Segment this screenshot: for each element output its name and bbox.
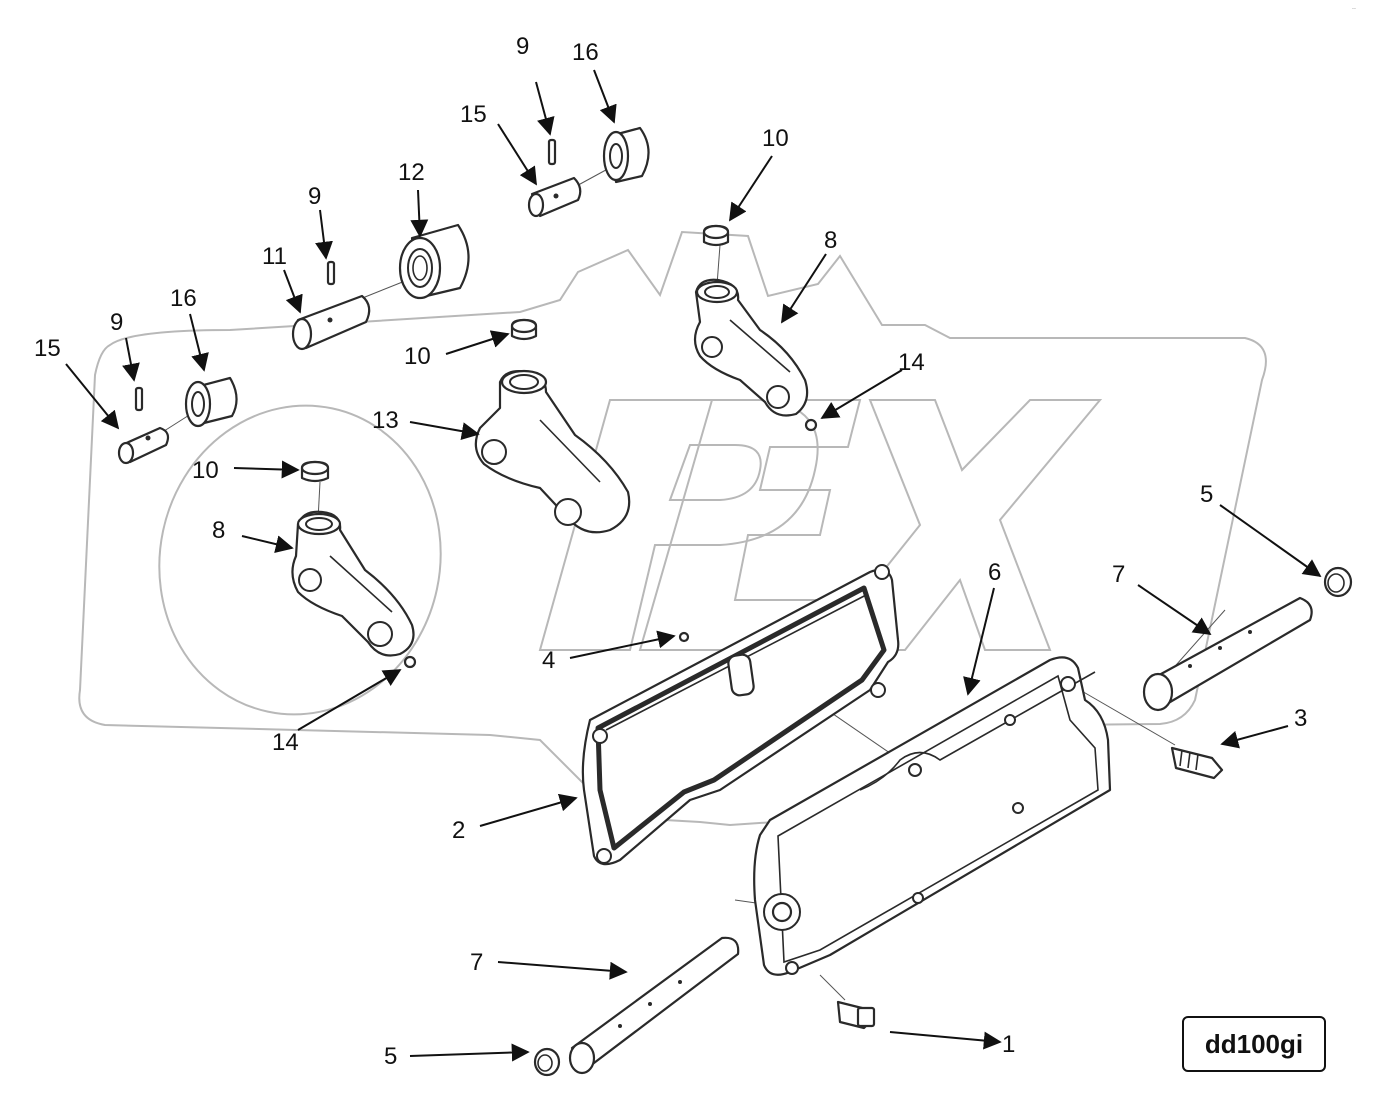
leader-arrows [65,69,1322,1062]
callout-number: 10 [404,343,431,370]
leader-arrow [233,460,300,479]
callout-number: 11 [262,243,287,270]
leader-arrow [497,123,537,186]
leader-arrow [497,961,628,980]
callout-number: 9 [308,183,321,210]
plug-10-middle [510,318,538,341]
callout-number: 8 [212,517,225,544]
leader-arrow [410,189,429,238]
bolt-1 [836,1000,876,1030]
callout-number: 3 [1294,705,1307,732]
drawing-code: dd100gi [1204,1028,1304,1059]
drawing-code-box: dd100gi [1182,1016,1326,1072]
bushing-16-top [602,126,650,184]
rocker-arm-13 [474,369,631,534]
callout-number: 2 [452,817,465,844]
fitting-3 [1170,746,1224,780]
leader-arrow [1220,725,1289,749]
plug-10-top-right [702,224,730,247]
bushing-16-left [184,376,238,428]
gasket-plate-2 [581,564,900,866]
callout-number: 7 [470,949,483,976]
callout-number: 14 [898,349,925,376]
leader-arrow [189,313,209,372]
leader-arrow [445,330,510,355]
leader-arrow [593,69,617,124]
guide-line [1079,689,1176,746]
callout-number: 10 [762,125,789,152]
callout-number: 13 [372,407,399,434]
ball-14-right [804,418,818,432]
leader-arrow [781,253,827,324]
guide-line [819,974,846,1001]
callout-number: 16 [170,285,197,312]
callout-labels: 1 2 3 4 5 5 6 7 7 8 8 9 9 9 10 10 10 11 … [34,33,1307,1070]
leader-arrow [283,269,303,314]
watermark-letter-x [817,399,1103,651]
callout-number: 12 [398,159,425,186]
watermark-letter-o [158,404,442,716]
leader-arrow [315,209,333,260]
callout-number: 16 [572,39,599,66]
leader-arrow [65,363,120,430]
leader-arrow [297,669,402,731]
callout-number: 5 [384,1043,397,1070]
pin-11 [291,294,371,351]
ball-14-left [403,655,417,669]
leader-arrow [479,793,578,827]
cap-5-bottom [533,1047,561,1077]
callout-number: 14 [272,729,299,756]
fitting-4 [678,631,690,643]
callout-number: 15 [34,335,61,362]
rocker-arm-8-left [291,510,415,657]
guide-line [716,244,721,286]
callout-number: 10 [192,457,219,484]
pin-15-left [117,426,170,465]
callout-number: 9 [516,33,529,60]
leader-arrow [1219,504,1322,578]
callout-number: 1 [1002,1031,1015,1058]
leader-arrow [241,535,294,553]
leader-arrow [569,630,676,659]
rocker-housing-6 [753,656,1112,976]
leader-arrow [1137,584,1212,636]
callout-number: 7 [1112,561,1125,588]
leader-arrow [889,1031,1002,1050]
callout-number: 5 [1200,481,1213,508]
leader-arrow [122,337,140,382]
leader-arrow [820,369,903,419]
pin-15-top [527,176,582,218]
leader-arrow [963,587,995,696]
rocker-arm-8-right [693,278,809,417]
leader-arrow [409,421,480,441]
roller-12 [398,223,470,300]
corner-mark: .. [1352,4,1356,11]
watermark-outline [78,230,1267,832]
shaft-7-right [1142,596,1313,712]
callout-number: 4 [542,647,555,674]
leader-arrow [535,81,555,136]
callout-number: 15 [460,101,487,128]
callout-number: 9 [110,309,123,336]
shaft-7-bottom [568,936,740,1075]
dowel-9-top [547,138,557,166]
cap-5-right [1323,566,1353,598]
leader-arrow [729,155,773,222]
leader-arrow [409,1043,530,1062]
callout-number: 6 [988,559,1001,586]
plug-10-left [300,460,330,483]
dowel-9-middle [326,260,336,286]
dowel-9-left [134,386,144,412]
callout-number: 8 [824,227,837,254]
